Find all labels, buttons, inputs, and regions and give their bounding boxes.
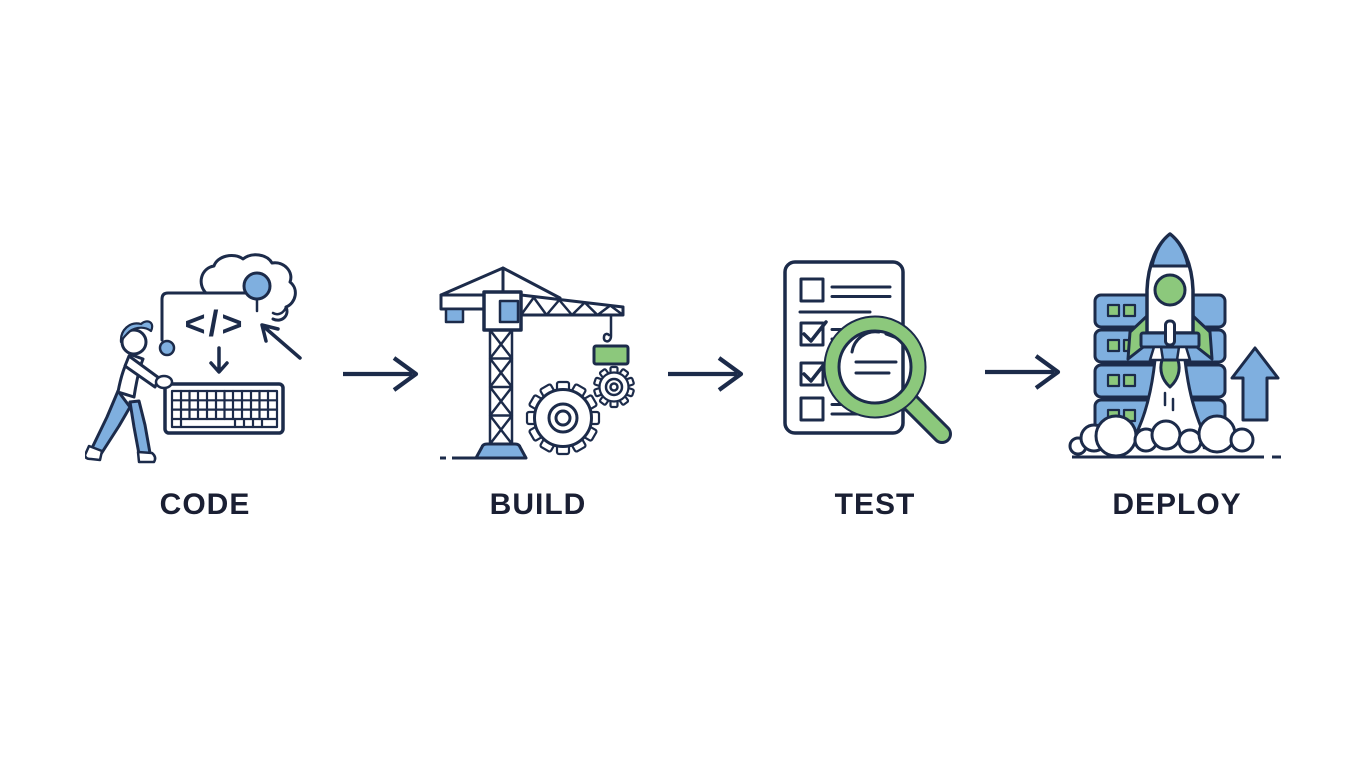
- frame-line: [160, 291, 259, 342]
- crane-icon: [439, 266, 630, 460]
- flow-arrow-2: [663, 352, 751, 401]
- down-arrow-icon: [209, 346, 229, 374]
- test-icon: [783, 260, 952, 444]
- hand: [154, 374, 174, 390]
- stage-test: TEST: [780, 258, 970, 521]
- upload-arrow-icon: [260, 323, 302, 360]
- stage-label-test: TEST: [834, 488, 916, 521]
- hair: [119, 320, 154, 344]
- small-node: [158, 339, 176, 357]
- code-symbol: </>: [184, 303, 245, 344]
- magnifier-icon: [823, 315, 952, 444]
- code-icon: </>: [83, 253, 302, 464]
- flow-arrow-3: [980, 350, 1068, 399]
- crane-load: [592, 344, 630, 366]
- stage-label-deploy: DEPLOY: [1112, 488, 1242, 521]
- developer-figure: [83, 320, 161, 464]
- cloud-node: [242, 271, 272, 301]
- stage-label-code: CODE: [159, 488, 251, 521]
- check-mark: [802, 320, 828, 343]
- stage-label-build: BUILD: [489, 488, 587, 521]
- cloud-icon: [199, 253, 297, 322]
- smoke-clouds: [1068, 414, 1255, 458]
- right-arrow-icon: [343, 356, 419, 392]
- rocket-post: [1164, 319, 1176, 347]
- hook: [602, 313, 613, 343]
- crane-base: [474, 442, 528, 460]
- stage-build: BUILD: [438, 258, 638, 521]
- exhaust-plume: [1134, 358, 1206, 436]
- nose-cone: [1150, 232, 1190, 268]
- deploy-icon: [1068, 232, 1281, 459]
- right-arrow-icon: [985, 354, 1061, 390]
- flow-arrow-1: [338, 352, 426, 401]
- build-icon: [439, 266, 635, 460]
- small-gear-icon: [593, 365, 635, 409]
- stage-deploy: DEPLOY: [1062, 230, 1292, 520]
- flame: [1159, 358, 1181, 389]
- up-arrow-icon: [1230, 346, 1280, 422]
- rocket-icon: [1126, 232, 1214, 389]
- rocket-window: [1153, 273, 1187, 307]
- gear-icon: [525, 380, 601, 456]
- right-arrow-icon: [668, 356, 744, 392]
- stage-code: </>: [83, 252, 325, 520]
- check-mark: [802, 360, 828, 383]
- keyboard-icon: [154, 374, 285, 435]
